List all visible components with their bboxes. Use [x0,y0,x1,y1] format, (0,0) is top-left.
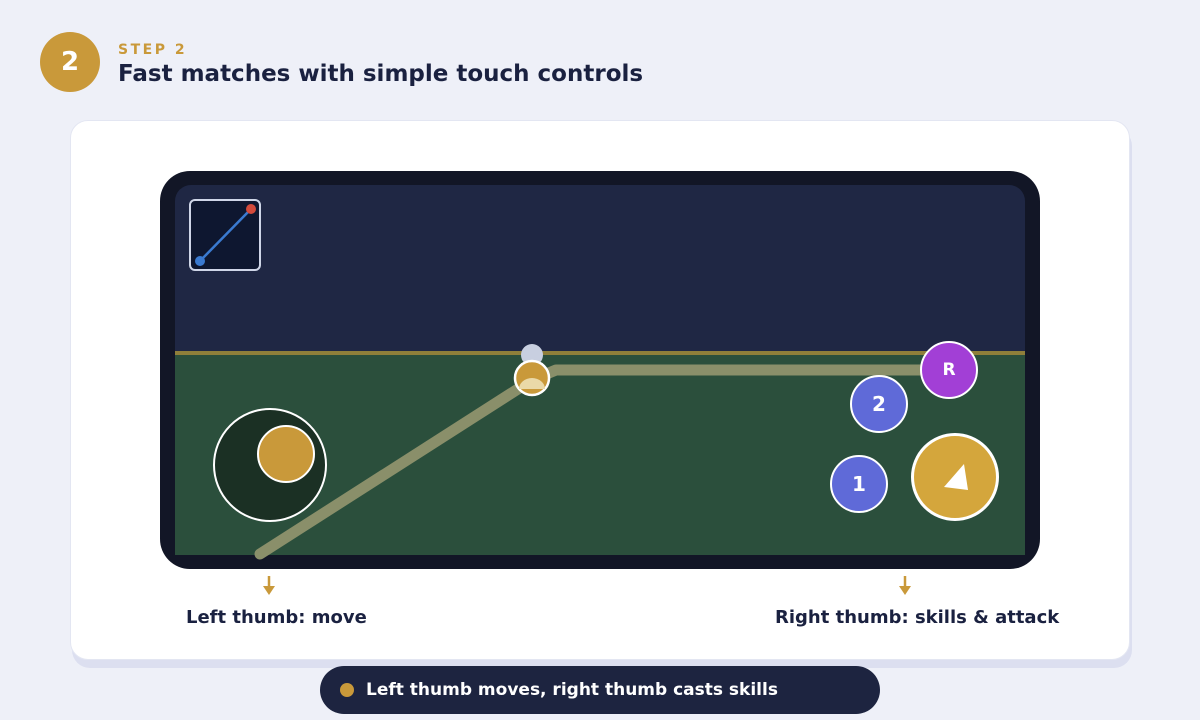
skill-2-button[interactable]: 2 [850,375,908,433]
left-thumb-label: Left thumb: move [186,607,367,628]
ultimate-skill-button[interactable]: R [920,341,978,399]
field-edge [175,351,1025,355]
caption-dot-icon [340,683,354,697]
hero-shoulders [519,378,545,389]
minimap-enemy-dot [246,204,256,214]
game-sky [175,185,1025,353]
step-number-badge: 2 [40,32,100,92]
triangle-icon [944,464,968,490]
joystick-knob[interactable] [257,425,315,483]
left-pointer-icon [263,576,275,595]
step-title: Fast matches with simple touch controls [118,61,644,87]
movement-path [254,364,931,560]
right-pointer-icon [899,576,911,595]
step-label: STEP 2 [118,42,188,58]
caption-pill: Left thumb moves, right thumb casts skil… [320,666,880,714]
caption-text: Left thumb moves, right thumb casts skil… [366,680,778,700]
minimap-route [195,204,256,266]
hero-head [521,344,543,366]
right-thumb-label: Right thumb: skills & attack [775,607,1060,628]
minimap[interactable] [189,199,261,271]
minimap-ally-dot [195,256,205,266]
attack-button[interactable] [911,433,999,521]
skill-1-button[interactable]: 1 [830,455,888,513]
